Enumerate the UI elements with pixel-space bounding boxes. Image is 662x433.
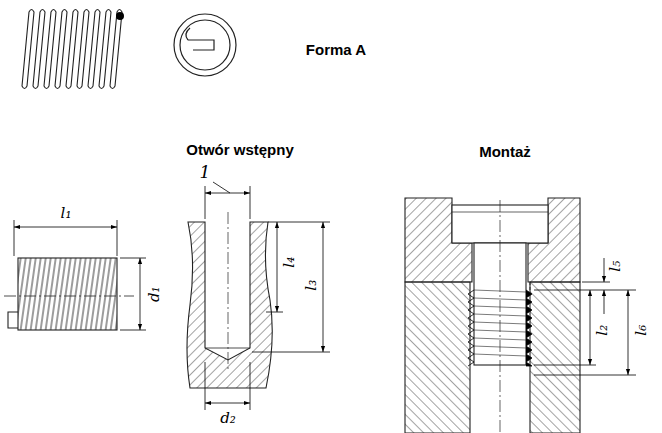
dimension-lines [14, 220, 146, 330]
dimension-label: l₅ [607, 259, 624, 274]
dimension-label: l₄ [281, 255, 298, 270]
heading-label: Forma A [304, 42, 368, 59]
insert-coil-side [22, 10, 124, 89]
dimension-lines [534, 258, 636, 375]
dimension-label: l₁ [59, 205, 74, 222]
assembly-section [405, 198, 580, 433]
heading-label: Otwór wstępny [184, 142, 296, 159]
callout-number: 1 [198, 163, 213, 182]
heading-label: Montaż [477, 144, 533, 161]
dimension-label: l₂ [594, 323, 611, 338]
dimension-label: d₁ [146, 284, 163, 304]
pre-drilled-hole [187, 212, 272, 388]
dimension-label: d₂ [218, 410, 238, 427]
insert-coil-end [174, 14, 236, 76]
dimension-lines [205, 182, 330, 410]
insert-side-view [4, 258, 134, 330]
dimension-label: l₆ [633, 323, 650, 338]
dimension-label: l₃ [303, 278, 320, 293]
